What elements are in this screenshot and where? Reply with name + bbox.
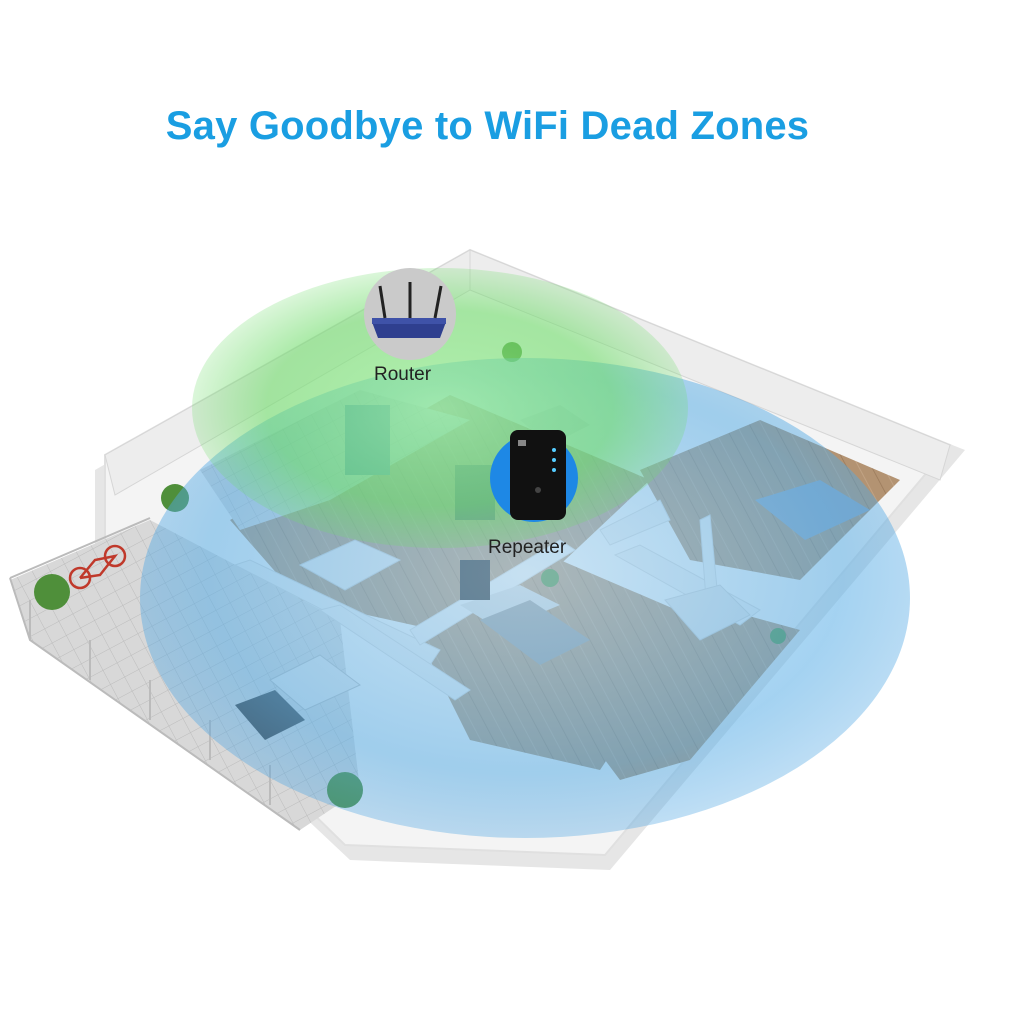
repeater-icon	[510, 430, 566, 520]
headline: Say Goodbye to WiFi Dead Zones	[165, 104, 810, 148]
router-icon	[372, 282, 446, 338]
repeater-label: Repeater	[488, 537, 567, 558]
router-label: Router	[374, 364, 432, 385]
bicycle-icon	[68, 544, 127, 590]
repeater-badge	[490, 430, 578, 522]
router-badge	[364, 268, 456, 360]
